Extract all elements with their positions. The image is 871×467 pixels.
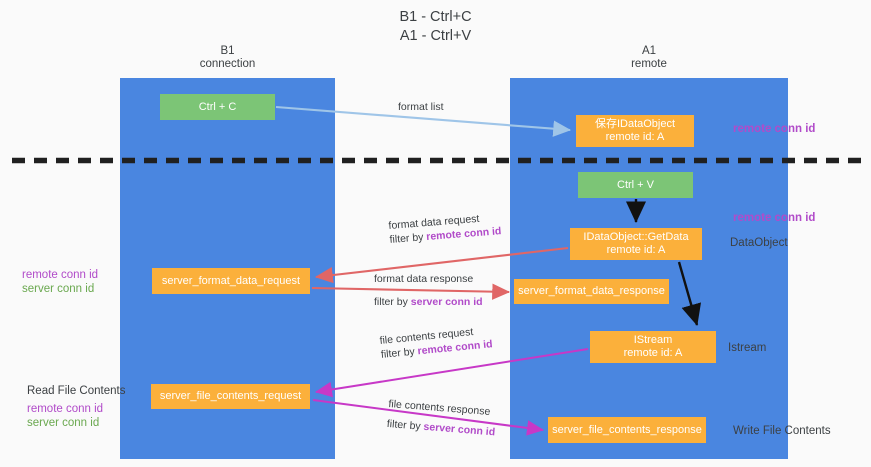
annotation-dataobject: DataObject [730,237,788,249]
column-header-a1-name: A1 [641,45,657,57]
edge-label-file-contents-request: file contents request filter by remote c… [379,323,493,362]
annotation-left-conn-ids: remote conn id server conn id [22,268,98,296]
node-idataobject-getdata-line1: IDataObject::GetData [583,231,689,243]
edge-label-format-data-response-line1: format data response [374,273,474,285]
annotation-remote-conn-id-top: remote conn id [733,123,816,135]
edge-label-file-contents-response: file contents response filter by server … [386,397,497,439]
annotation-left-server-conn-id-2: server conn id [27,417,100,429]
annotation-read-file-contents: Read File Contents [27,385,126,397]
page-title-line1: B1 - Ctrl+C [399,9,472,25]
server-conn-id-token: server conn id [423,420,496,439]
node-istream-line1: IStream [633,334,673,346]
node-server-file-contents-request[interactable]: server_file_contents_request [151,384,310,409]
edge-label-file-contents-response-line1: file contents response [387,397,491,418]
filter-by-prefix: filter by [386,417,425,433]
edge-label-format-data-request: format data request filter by remote con… [388,210,502,247]
node-server-file-contents-response-label: server_file_contents_response [552,423,702,436]
page-title-line2: A1 - Ctrl+V [399,28,472,44]
node-server-format-data-request-label: server_format_data_request [161,274,301,287]
node-save-idataobject-line2: remote id: A [605,131,665,143]
server-conn-id-token: server conn id [410,296,483,308]
node-server-format-data-response-label: server_format_data_response [518,285,665,297]
filter-by-prefix: filter by [380,345,419,361]
annotation-left-remote-conn-id-2: remote conn id [27,403,104,415]
node-ctrl-v-label: Ctrl + V [617,178,654,191]
column-header-a1-role: remote [631,58,667,70]
column-header-b1-name: B1 [220,45,235,57]
node-server-file-contents-request-label: server_file_contents_request [159,390,302,402]
edge-label-format-list: format list [398,100,444,114]
filter-by-prefix: filter by [374,296,411,308]
column-header-a1: A1 remote [510,45,788,71]
annotation-write-file-contents: Write File Contents [733,425,831,437]
node-save-idataobject[interactable]: 保存IDataObject remote id: A [576,115,694,147]
annotation-remote-conn-id-mid: remote conn id [733,212,816,224]
edge-label-format-data-response-line2: filter by server conn id [374,295,483,309]
node-server-format-data-request[interactable]: server_format_data_request [152,268,310,294]
annotation-left-remote-conn-id: remote conn id [22,269,99,281]
node-server-format-data-response[interactable]: server_format_data_response [514,279,669,304]
node-idataobject-getdata[interactable]: IDataObject::GetData remote id: A [570,228,702,260]
node-istream[interactable]: IStream remote id: A [590,331,716,363]
column-header-b1-role: connection [199,58,256,70]
node-idataobject-getdata-line2: remote id: A [606,244,666,256]
node-istream-line2: remote id: A [623,347,683,359]
node-save-idataobject-line1: 保存IDataObject [594,118,676,130]
column-header-b1: B1 connection [120,45,335,71]
page-title: B1 - Ctrl+C A1 - Ctrl+V [0,8,871,46]
node-server-file-contents-response[interactable]: server_file_contents_response [548,417,706,443]
annotation-istream: Istream [728,342,767,354]
node-ctrl-c-label: Ctrl + C [198,100,237,113]
edge-label-file-contents-response-line2: filter by server conn id [386,417,495,439]
node-ctrl-v[interactable]: Ctrl + V [578,172,693,198]
node-ctrl-c[interactable]: Ctrl + C [160,94,275,120]
annotation-left-server-conn-id: server conn id [22,283,95,295]
edge-label-format-list-text: format list [398,101,444,113]
annotation-left-conn-ids-2: remote conn id server conn id [27,402,103,430]
edge-label-format-data-response: format data response filter by server co… [374,272,483,309]
filter-by-prefix: filter by [389,231,427,246]
